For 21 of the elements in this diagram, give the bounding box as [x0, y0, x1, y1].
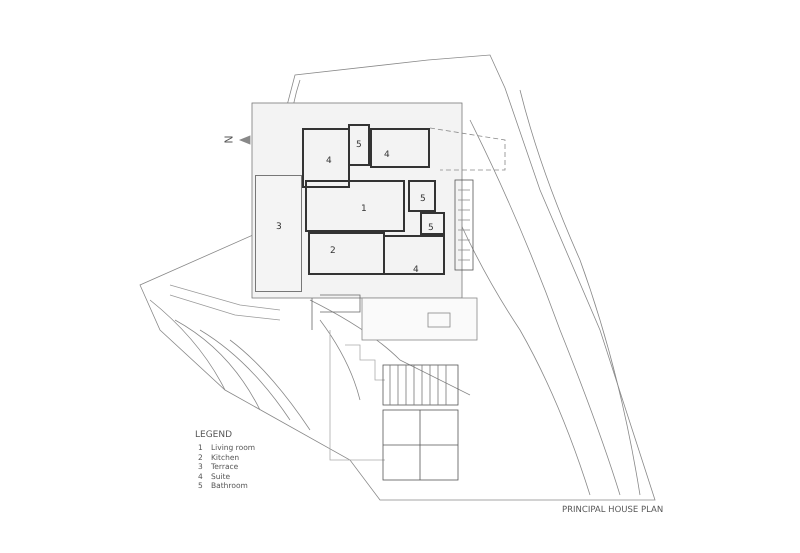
room-number: 4 — [384, 150, 390, 160]
room-number: 5 — [356, 140, 362, 150]
terrace-area — [255, 175, 302, 292]
north-label: N — [222, 135, 235, 144]
room-number: 4 — [413, 265, 419, 275]
room-outline — [408, 180, 436, 212]
room-outline — [383, 235, 445, 275]
caption: PRINCIPAL HOUSE PLAN — [562, 505, 664, 515]
room-outline — [302, 128, 350, 188]
room-outline — [370, 128, 430, 168]
room-number: 2 — [330, 246, 336, 256]
room-number: 4 — [326, 156, 332, 166]
room-number: 5 — [420, 194, 426, 204]
room-number: 5 — [428, 223, 434, 233]
room-outline — [308, 232, 385, 275]
legend-title: LEGEND — [195, 430, 232, 440]
room-number: 3 — [276, 222, 282, 232]
room-outline — [420, 212, 445, 235]
room-number: 1 — [361, 204, 367, 214]
room-outline — [305, 180, 405, 232]
room-outline — [348, 124, 370, 166]
